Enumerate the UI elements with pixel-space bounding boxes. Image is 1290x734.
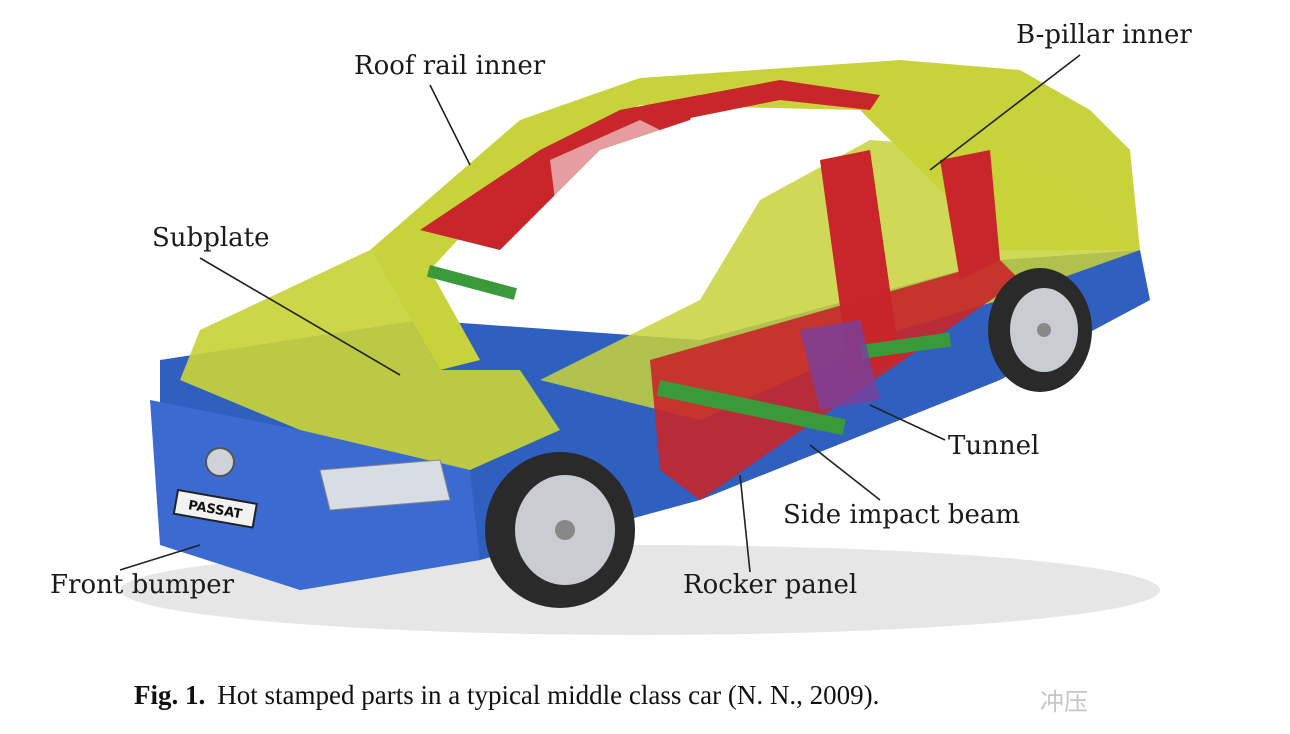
red-roof-rail bbox=[620, 80, 880, 130]
figure-caption-text: Hot stamped parts in a typical middle cl… bbox=[217, 680, 880, 710]
leader-front-bumper bbox=[119, 544, 201, 571]
rear-wheel bbox=[988, 268, 1092, 392]
figure-number: Fig. 1. bbox=[134, 680, 206, 710]
roof-frame bbox=[370, 60, 1140, 270]
window-opening bbox=[550, 120, 700, 240]
front-wheel bbox=[485, 452, 635, 608]
figure-caption: Fig. 1. Hot stamped parts in a typical mi… bbox=[134, 680, 879, 711]
a-pillar-left bbox=[370, 250, 480, 370]
watermark: 冲压 bbox=[1040, 688, 1088, 716]
headlight bbox=[319, 459, 451, 511]
red-c-pillar bbox=[940, 150, 1000, 280]
leader-b-pillar bbox=[929, 54, 1081, 171]
front-structure bbox=[180, 250, 560, 470]
label-side-impact-beam: Side impact beam bbox=[783, 500, 1020, 530]
label-roof-rail-inner: Roof rail inner bbox=[354, 51, 546, 81]
green-side-impact-beam bbox=[656, 380, 846, 436]
leader-tunnel bbox=[869, 404, 946, 441]
leader-rocker-panel bbox=[739, 474, 751, 573]
green-rear-beam bbox=[860, 332, 952, 359]
label-tunnel: Tunnel bbox=[948, 431, 1040, 461]
label-subplate: Subplate bbox=[152, 223, 270, 253]
tunnel-part bbox=[800, 320, 880, 410]
license-plate: PASSAT bbox=[172, 488, 258, 529]
vw-logo bbox=[205, 447, 235, 477]
leader-subplate bbox=[199, 257, 401, 376]
front-grille-area bbox=[150, 400, 480, 590]
green-front-beam bbox=[426, 265, 517, 300]
leader-side-impact-beam bbox=[809, 444, 881, 501]
label-rocker-panel: Rocker panel bbox=[683, 570, 858, 600]
label-front-bumper: Front bumper bbox=[50, 570, 235, 600]
label-b-pillar-inner: B-pillar inner bbox=[1016, 20, 1192, 50]
leader-roof-rail bbox=[429, 84, 471, 166]
